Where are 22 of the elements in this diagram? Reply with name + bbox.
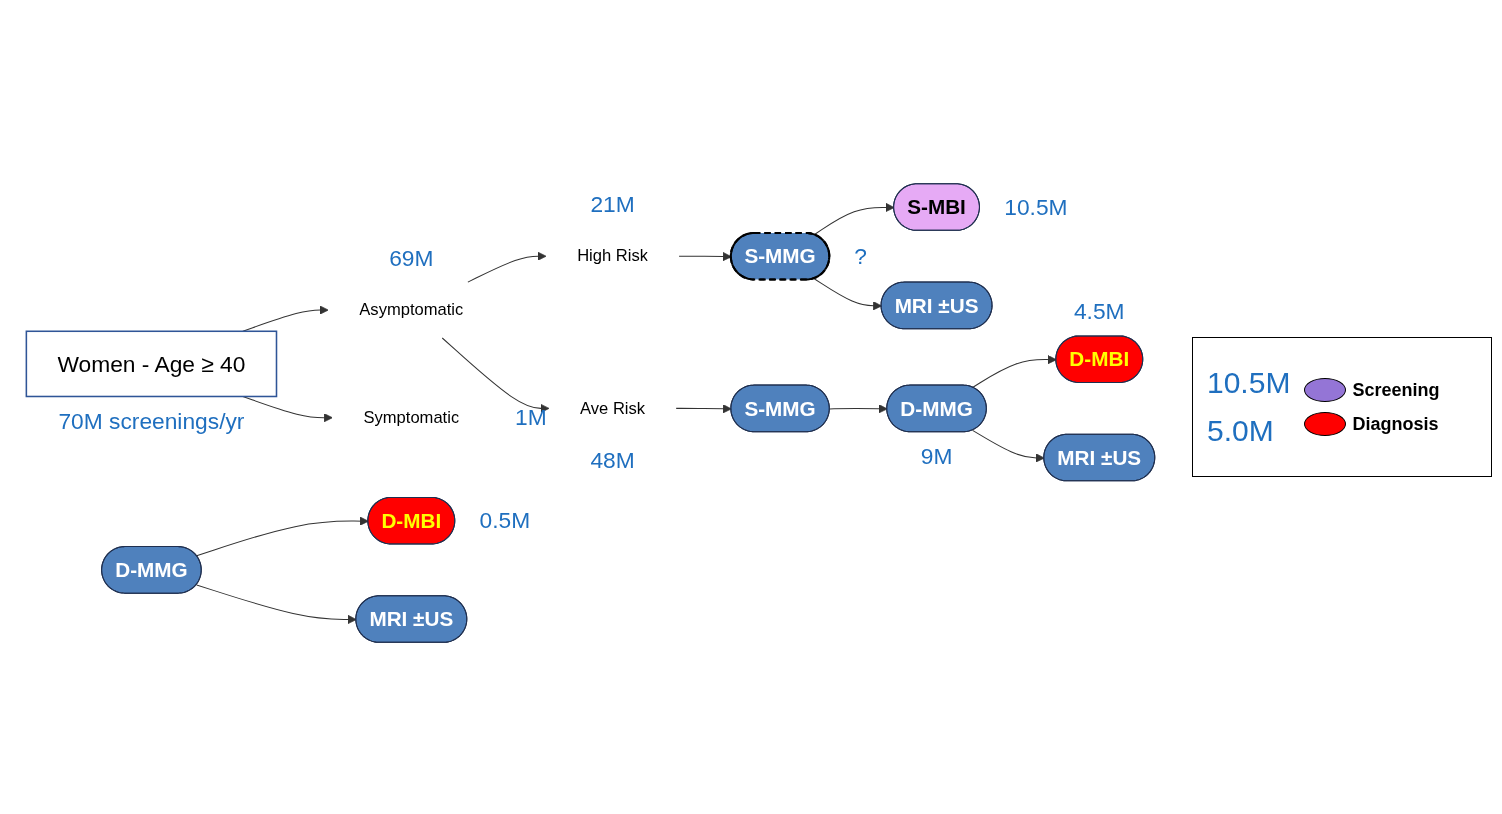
node-label: 10.5M xyxy=(1004,194,1068,221)
arrow xyxy=(242,396,333,423)
node-label: 69M xyxy=(389,245,434,271)
node-label: 48M xyxy=(590,447,635,474)
node-label: 70M screenings/yr xyxy=(58,408,245,434)
legend-label: Diagnosis xyxy=(1352,413,1439,435)
node-label: 9M xyxy=(920,443,953,470)
node-label: 4.5M xyxy=(1073,298,1125,325)
node-box: Women - Age ≥ 40 xyxy=(25,330,278,398)
node-label: 21M xyxy=(590,191,635,218)
node-text: High Risk xyxy=(577,247,649,265)
node-label: 1M xyxy=(515,404,547,431)
node-label: ? xyxy=(854,243,867,270)
node-text: Ave Risk xyxy=(580,399,646,417)
legend-label: Screening xyxy=(1352,379,1440,401)
count-label: 5.0M xyxy=(1207,414,1275,448)
arrow xyxy=(813,278,882,311)
count-label: 10.5M xyxy=(1207,366,1291,400)
node-text: Symptomatic xyxy=(363,408,460,427)
arrow xyxy=(467,251,547,283)
node-label: 0.5M xyxy=(479,507,531,534)
node-text: Asymptomatic xyxy=(359,300,464,319)
